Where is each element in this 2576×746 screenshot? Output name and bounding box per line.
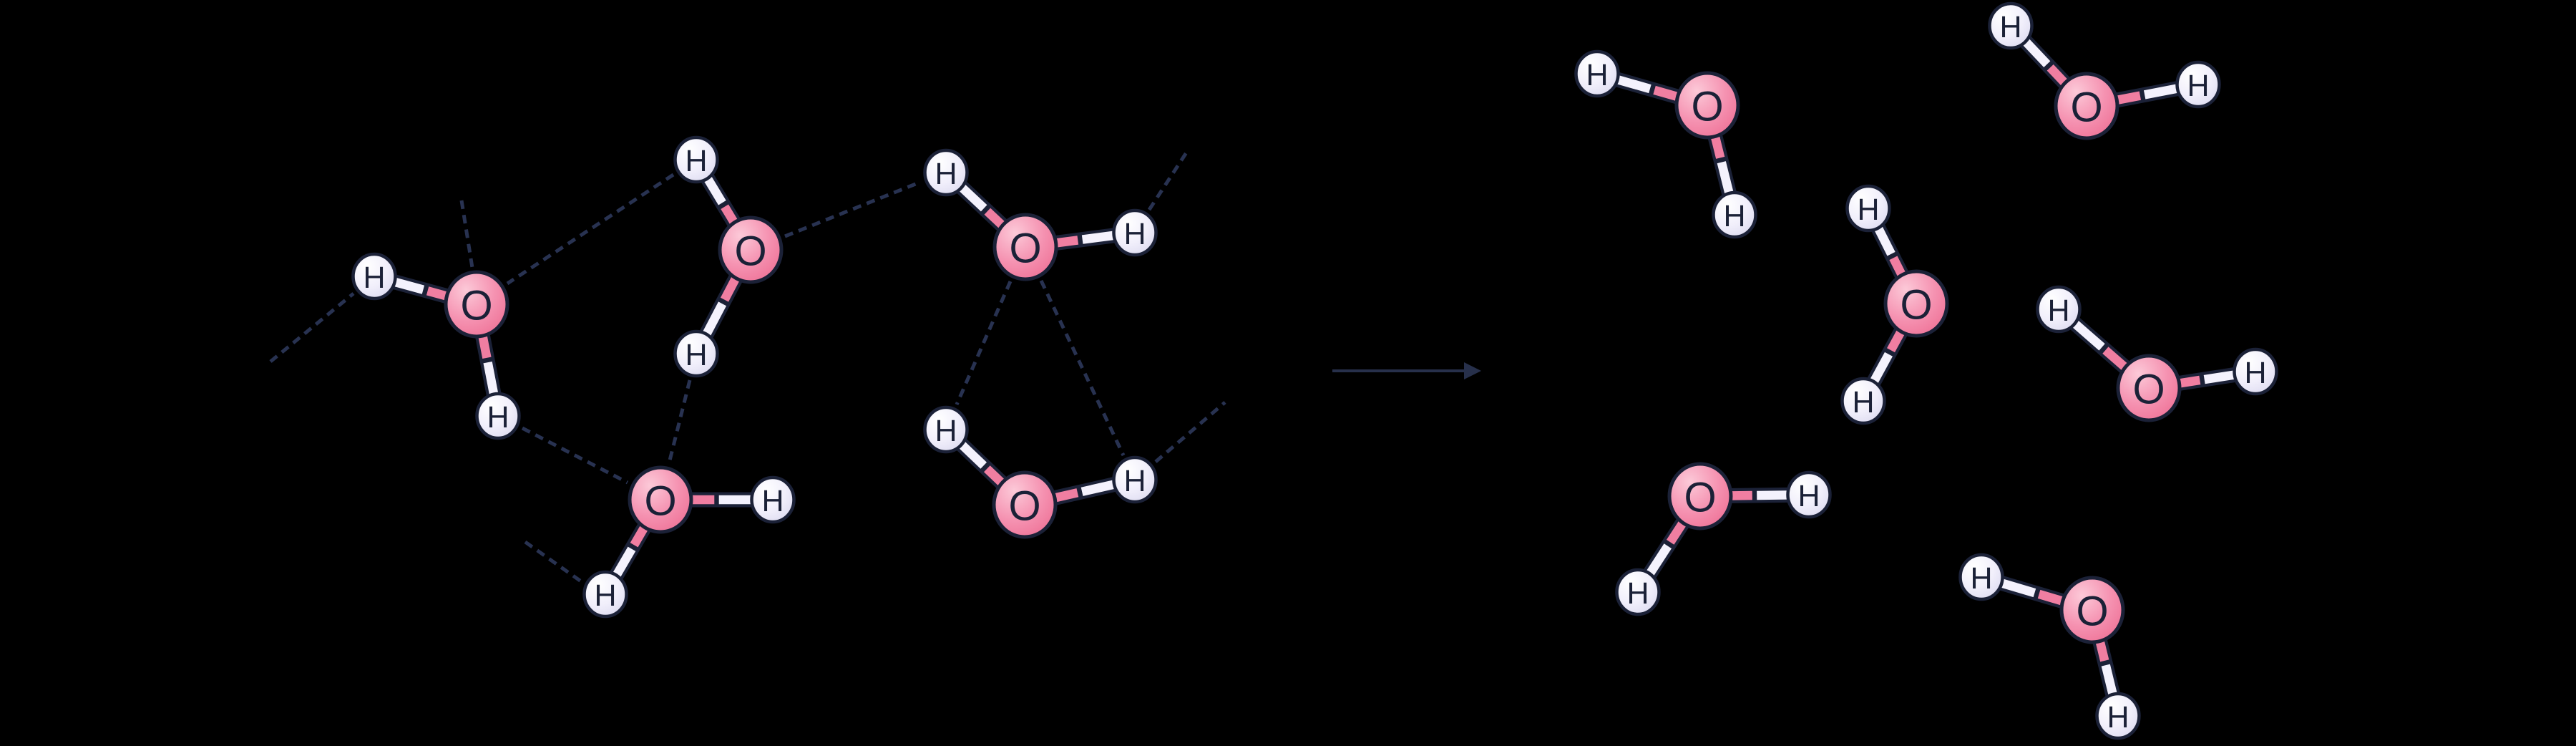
hydrogen-atom bbox=[1712, 190, 1757, 239]
hydrogen-bond-line bbox=[1039, 279, 1126, 457]
oxygen-label: O bbox=[734, 228, 766, 275]
oxygen-atom bbox=[2054, 72, 2119, 140]
oxygen-label: O bbox=[1684, 475, 1716, 521]
oxygen-label: O bbox=[644, 478, 676, 525]
hydrogen-atom bbox=[750, 475, 796, 524]
reaction-arrow-head bbox=[1464, 362, 1481, 379]
hydrogen-label: H bbox=[685, 338, 707, 372]
water-molecule: O H H bbox=[2036, 285, 2278, 422]
hydrogen-label: H bbox=[1797, 479, 1820, 513]
water-molecule: O H H bbox=[1988, 1, 2221, 140]
hydrogen-atom bbox=[1988, 1, 2034, 50]
oxygen-label: O bbox=[1900, 282, 1932, 329]
hydrogen-label: H bbox=[594, 578, 616, 613]
oxygen-atom bbox=[444, 270, 509, 339]
hydrogen-label: H bbox=[487, 400, 509, 435]
water-molecule: O H H bbox=[1574, 49, 1757, 239]
water-molecule: O H H bbox=[923, 148, 1158, 281]
hydrogen-label: H bbox=[1970, 561, 1992, 596]
water-molecule: O H H bbox=[582, 465, 796, 619]
hydrogen-label: H bbox=[1586, 58, 1608, 92]
water-molecule: O H H bbox=[923, 405, 1158, 539]
hydrogen-bond-line bbox=[521, 426, 629, 485]
hydrogen-label: H bbox=[1123, 464, 1146, 498]
oxygen-label: O bbox=[1009, 226, 1041, 272]
hydrogen-atom bbox=[923, 405, 969, 454]
hydrogen-label: H bbox=[935, 157, 957, 191]
oxygen-atom bbox=[992, 470, 1058, 539]
hydrogen-atom bbox=[1574, 49, 1620, 98]
hydrogen-bond-line bbox=[524, 540, 582, 583]
hydrogen-atom bbox=[673, 329, 719, 378]
water-molecule: O H H bbox=[351, 252, 521, 440]
hydrogen-atom bbox=[1786, 470, 1832, 519]
oxygen-atom bbox=[2116, 354, 2182, 422]
hydrogen-label: H bbox=[1999, 10, 2021, 44]
oxygen-label: O bbox=[1691, 84, 1723, 130]
hydrogen-atom bbox=[1840, 377, 1886, 425]
hydrogen-atom bbox=[1845, 184, 1891, 233]
hydrogen-atom bbox=[582, 570, 628, 619]
water-molecule: O H H bbox=[1958, 553, 2141, 740]
hydrogen-atom bbox=[2175, 60, 2221, 109]
hydrogen-atom bbox=[351, 252, 397, 301]
water-molecule: O H H bbox=[1615, 462, 1832, 616]
hydrogen-bonds-layer bbox=[269, 149, 1226, 583]
oxygen-label: O bbox=[2132, 367, 2165, 413]
hydrogen-bond-line bbox=[1147, 149, 1190, 211]
hydrogen-label: H bbox=[761, 484, 784, 518]
hydrogen-bond-line bbox=[784, 180, 922, 238]
hydrogen-atom bbox=[1958, 553, 2004, 601]
reaction-arrow bbox=[1332, 362, 1481, 379]
water-molecule: O H H bbox=[673, 135, 784, 378]
oxygen-label: O bbox=[1008, 483, 1040, 530]
hydrogen-atom bbox=[1615, 568, 1661, 616]
hydrogen-label: H bbox=[2047, 294, 2069, 328]
oxygen-atom bbox=[2059, 576, 2125, 644]
hydrogen-label: H bbox=[1123, 217, 1146, 251]
oxygen-atom bbox=[718, 215, 784, 284]
hydrogen-bond-line bbox=[955, 281, 1013, 405]
hydrogen-label: H bbox=[363, 261, 385, 295]
hydrogen-atom bbox=[2036, 285, 2082, 334]
hydrogen-label: H bbox=[2107, 700, 2129, 735]
hydrogen-atom bbox=[475, 392, 521, 440]
oxygen-atom bbox=[1674, 71, 1740, 140]
hydrogen-label: H bbox=[1857, 193, 1879, 227]
hydrogen-atom bbox=[1112, 455, 1158, 504]
gas-water-molecules: O H H O H H O H H O H H O H H O H H bbox=[1574, 1, 2278, 740]
hydrogen-label: H bbox=[685, 144, 707, 178]
hydrogen-label: H bbox=[935, 414, 957, 448]
oxygen-atom bbox=[1883, 269, 1949, 338]
liquid-water-cluster: O H H O H H O H H O H H O H H bbox=[351, 135, 1158, 619]
hydrogen-label: H bbox=[2187, 69, 2209, 103]
hydrogen-label: H bbox=[2244, 356, 2266, 390]
oxygen-label: O bbox=[460, 283, 492, 329]
hydrogen-atom bbox=[1112, 208, 1158, 257]
oxygen-atom bbox=[992, 213, 1058, 281]
hydrogen-bond-line bbox=[506, 173, 675, 286]
hydrogen-atom bbox=[923, 148, 969, 197]
hydrogen-label: H bbox=[1852, 385, 1874, 420]
oxygen-label: O bbox=[2070, 84, 2102, 131]
hydrogen-bond-line bbox=[459, 200, 475, 273]
water-molecule: O H H bbox=[1840, 184, 1949, 425]
oxygen-atom bbox=[628, 465, 693, 534]
hydrogen-bond-line bbox=[1154, 401, 1226, 463]
hydrogen-label: H bbox=[1723, 199, 1745, 233]
hydrogen-atom bbox=[2233, 347, 2278, 396]
hydrogen-bond-line bbox=[269, 292, 355, 363]
oxygen-label: O bbox=[2076, 588, 2108, 635]
hydrogen-atom bbox=[2095, 692, 2141, 740]
oxygen-atom bbox=[1667, 462, 1733, 531]
hydrogen-label: H bbox=[1626, 576, 1649, 611]
hydrogen-atom bbox=[673, 135, 719, 184]
